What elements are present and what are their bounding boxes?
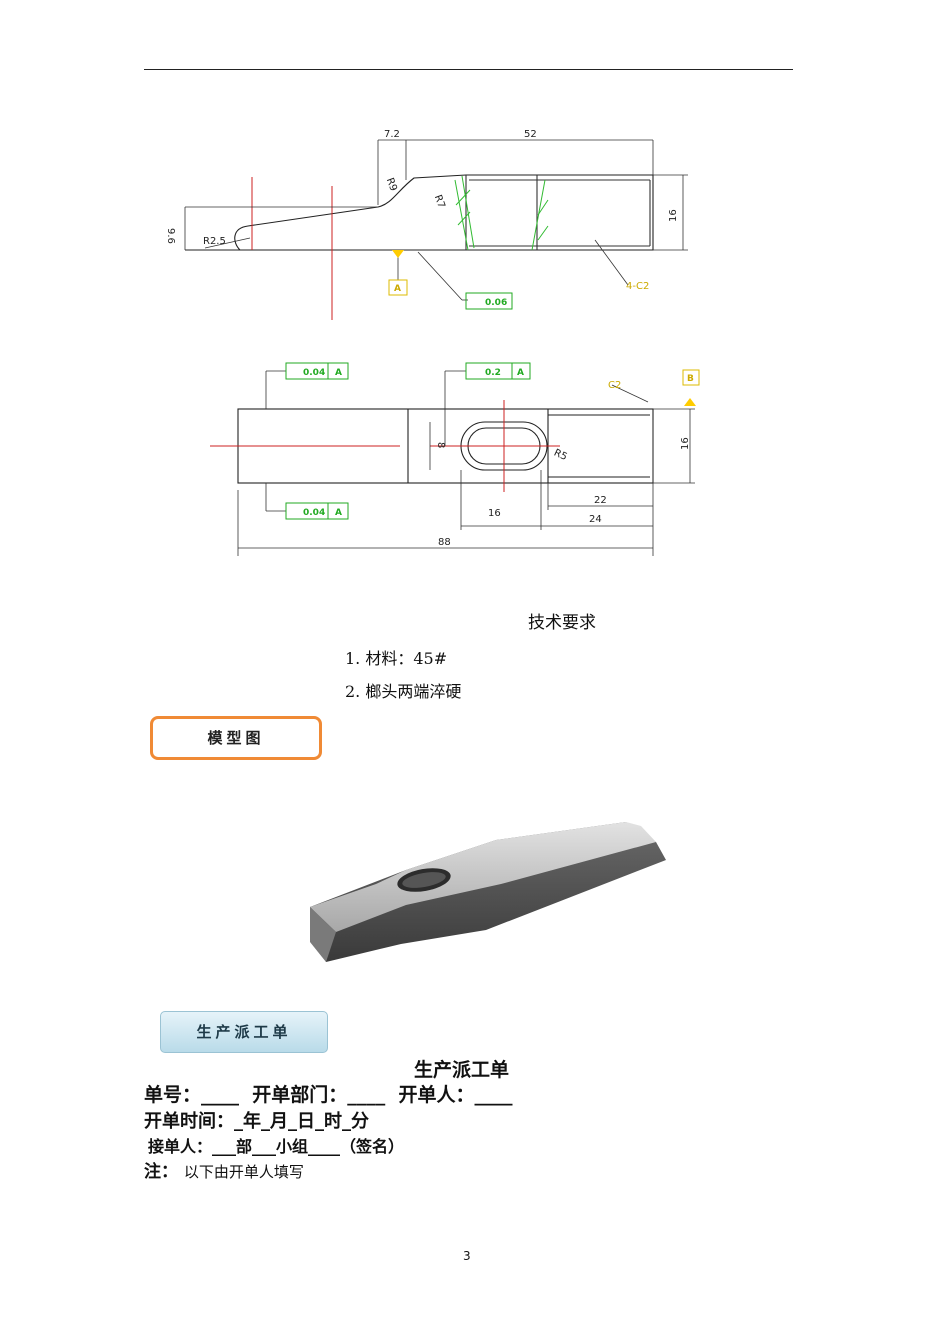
- gtol-value: 0.06: [485, 298, 507, 308]
- tech-requirements-title: 技术要求: [528, 613, 596, 633]
- dim-52: 52: [524, 129, 537, 140]
- radius-7: R7: [432, 194, 447, 210]
- form-line-order-number: 单号：____ 开单部门：____ 开单人：____: [144, 1084, 513, 1106]
- model-section-button[interactable]: 模型图: [150, 716, 322, 760]
- gtol-1-value: 0.04: [303, 368, 325, 378]
- gtol-3-datum: A: [335, 508, 342, 518]
- note-text: 以下由开单人填写: [183, 1163, 304, 1181]
- requirement-1: 1. 材料：45#: [345, 649, 448, 668]
- tolerance-16: 16: [668, 209, 679, 222]
- model-3d-image: [310, 822, 666, 962]
- gtol-2-datum: A: [517, 368, 524, 378]
- gtol-2-value: 0.2: [485, 368, 501, 378]
- datum-label: A: [394, 284, 401, 294]
- form-line-note: 注： 以下由开单人填写: [144, 1157, 304, 1182]
- dim-24: 24: [589, 514, 602, 525]
- dim-88: 88: [438, 537, 451, 548]
- dim-22: 22: [594, 495, 607, 506]
- form-line-order-time: 开单时间：_年_月_日_时_分: [144, 1111, 369, 1132]
- header-rule: [144, 69, 793, 70]
- page-number: 3: [463, 1249, 471, 1263]
- tolerance-16-slot: 16: [488, 508, 501, 519]
- gtol-3-value: 0.04: [303, 508, 325, 518]
- tolerance-16-right: 16: [680, 437, 691, 450]
- radius-9: R9: [384, 177, 399, 193]
- gtol-1-datum: A: [335, 368, 342, 378]
- order-section-button[interactable]: 生产派工单: [160, 1011, 328, 1053]
- dim-9-6: 9.6: [165, 228, 176, 244]
- requirement-2: 2. 榔头两端淬硬: [345, 682, 462, 701]
- chamfer-c2: C2: [608, 380, 621, 391]
- dim-8: 8: [435, 442, 446, 448]
- radius-5: R5: [552, 447, 569, 463]
- datum-b-label: B: [687, 374, 694, 384]
- chamfer-label: 4-C2: [626, 281, 649, 292]
- dim-7-2: 7.2: [384, 129, 400, 140]
- form-title: 生产派工单: [414, 1059, 510, 1081]
- radius-2-5: R2.5: [203, 236, 226, 247]
- form-line-receiver: 接单人：___部___小组____（签名）: [148, 1137, 405, 1156]
- note-label: 注：: [144, 1162, 178, 1182]
